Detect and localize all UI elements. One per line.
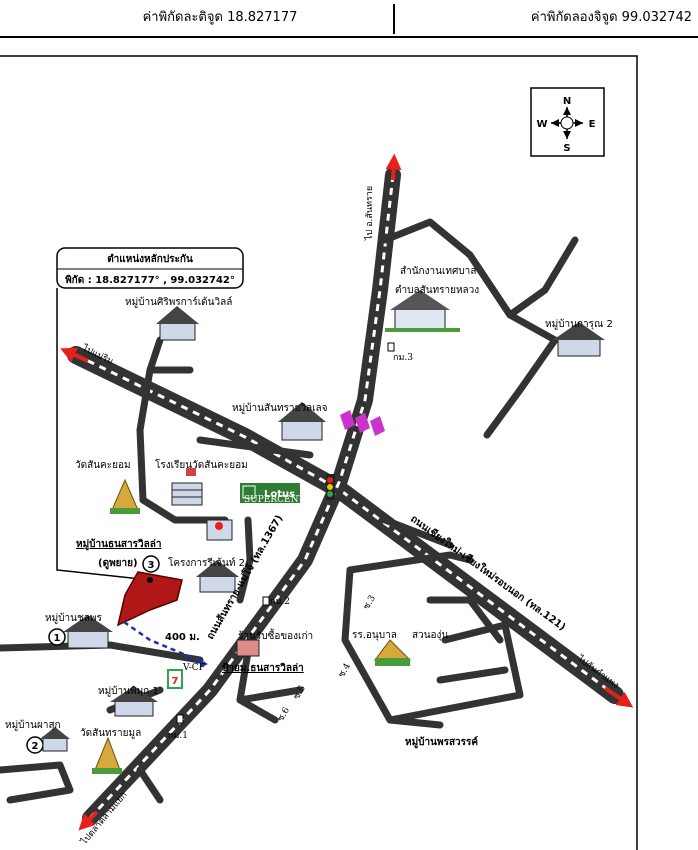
km-post-1: กม.1 bbox=[168, 714, 188, 741]
svg-text:กม.3: กม.3 bbox=[393, 353, 413, 363]
house-icon bbox=[63, 615, 113, 649]
school-building-icon bbox=[171, 468, 203, 506]
svg-text:Lotus: Lotus bbox=[264, 489, 295, 500]
latitude-label: ค่าพิกัดละติจูด 18.827177 bbox=[142, 10, 298, 25]
svg-text:3: 3 bbox=[148, 560, 155, 571]
route-distance: 400 ม. bbox=[165, 632, 200, 643]
label-school: โรงเรียนวัดสันคะยอม bbox=[155, 458, 248, 471]
label-siriporn: หมู่บ้านศิริพรการ์เด้นวิลล์ bbox=[125, 296, 232, 308]
label-shop: ร้านรับซื้อของเก่า bbox=[238, 628, 313, 642]
svg-text:2: 2 bbox=[32, 741, 39, 752]
house-icon bbox=[196, 560, 239, 593]
marker-2: 2 bbox=[26, 736, 44, 754]
label-grape-garden: สวนองุ่น bbox=[412, 630, 448, 641]
highway-121 bbox=[60, 346, 634, 708]
callout-coords: พิกัด : 18.827177° , 99.032742° bbox=[65, 274, 235, 286]
coordinate-header: ค่าพิกัดละติจูด 18.827177 ค่าพิกัดลองจิจ… bbox=[0, 0, 698, 38]
svg-text:กม.1: กม.1 bbox=[168, 731, 188, 741]
label-thanasarn-2: (ดูพยาย) bbox=[98, 558, 138, 570]
compass-w: W bbox=[536, 119, 547, 130]
label-soi-5: ซ.5 bbox=[292, 684, 308, 702]
label-road-121: ถนนเชียงใหม่-เชียงใหม่รอบนอก (ทล.121) bbox=[408, 512, 568, 633]
label-village-entry: ป้ายม.ธนสารวิลล่า bbox=[222, 662, 304, 674]
label-karun: หมู่บ้านการุณ 2 bbox=[545, 318, 613, 330]
label-to-sansai: ไป อ.สันทราย bbox=[364, 186, 375, 241]
billboard-icon bbox=[340, 410, 385, 436]
property-point bbox=[147, 577, 153, 583]
marker-3: 3 bbox=[142, 555, 160, 573]
house-icon bbox=[110, 686, 158, 717]
lotus-logo: Lotus SUPERCENTER bbox=[240, 483, 318, 505]
label-sansai-village: หมู่บ้านสันทรายวิลเลจ bbox=[232, 402, 328, 414]
house-icon bbox=[156, 306, 199, 341]
label-kindergarten: รร.อนุบาล bbox=[352, 630, 397, 641]
compass-e: E bbox=[589, 119, 596, 130]
property-callout: ตำแหน่งหลักประกัน พิกัด : 18.827177° , 9… bbox=[56, 247, 244, 581]
property-parcel bbox=[116, 571, 183, 627]
callout-title: ตำแหน่งหลักประกัน bbox=[107, 253, 193, 265]
longitude-label: ค่าพิกัดลองจิจูด 99.032742 bbox=[530, 10, 692, 25]
house-icon bbox=[278, 402, 326, 441]
house-icon bbox=[40, 727, 70, 752]
traffic-light-icon bbox=[326, 474, 335, 500]
svg-text:SUPERCENTER: SUPERCENTER bbox=[244, 495, 318, 505]
header-divider bbox=[393, 4, 395, 34]
shop-icon bbox=[236, 639, 260, 657]
route-400m bbox=[123, 620, 206, 665]
label-wat-sansaimoon: วัดสันทรายมูล bbox=[80, 728, 141, 739]
km-post-3: กม.3 bbox=[387, 342, 413, 363]
garden-icon bbox=[374, 639, 412, 666]
marker-1: 1 bbox=[48, 628, 66, 646]
label-phasuk: หมู่บ้านผาสุก bbox=[5, 719, 61, 731]
svg-text:1: 1 bbox=[54, 633, 61, 644]
label-soi-4: ซ.4 bbox=[337, 662, 353, 680]
local-roads bbox=[0, 218, 579, 804]
label-municipal-2: ตำบลสันทรายหลวง bbox=[395, 285, 479, 296]
map-frame bbox=[0, 55, 638, 850]
compass-n: N bbox=[563, 96, 571, 107]
label-soi-6: ซ.6 bbox=[276, 706, 292, 724]
temple-icon bbox=[110, 478, 140, 514]
svg-text:V-CF: V-CF bbox=[182, 663, 205, 673]
label-chollada: หมู่บ้านชลพร bbox=[45, 612, 102, 624]
convenience-store-icon: 7 V-CF bbox=[167, 663, 205, 689]
label-thanasarn: หมู่บ้านธนสารวิลล่า bbox=[76, 538, 162, 551]
hospital-icon bbox=[206, 519, 233, 541]
compass-s: S bbox=[563, 143, 570, 154]
svg-text:7: 7 bbox=[172, 676, 179, 687]
municipal-building-icon bbox=[385, 290, 460, 332]
temple-icon bbox=[92, 736, 122, 774]
label-municipal-1: สำนักงานเทศบาล bbox=[400, 266, 476, 277]
label-project-2: โครงการรีเจ้นท์ 2 bbox=[168, 556, 245, 569]
svg-text:กม.2: กม.2 bbox=[270, 597, 290, 607]
road-1367 bbox=[78, 153, 402, 831]
compass-rose: N S W E bbox=[530, 87, 605, 157]
km-post-2: กม.2 bbox=[262, 596, 290, 607]
label-soi-3: ซ.3 bbox=[362, 594, 378, 612]
label-pim: หมู่บ้านพิมุก 1 bbox=[98, 685, 159, 697]
house-icon bbox=[553, 322, 605, 357]
label-wat-sankayom: วัดสันคะยอม bbox=[75, 460, 131, 471]
label-pornsawan: หมู่บ้านพรสวรรค์ bbox=[405, 736, 478, 749]
